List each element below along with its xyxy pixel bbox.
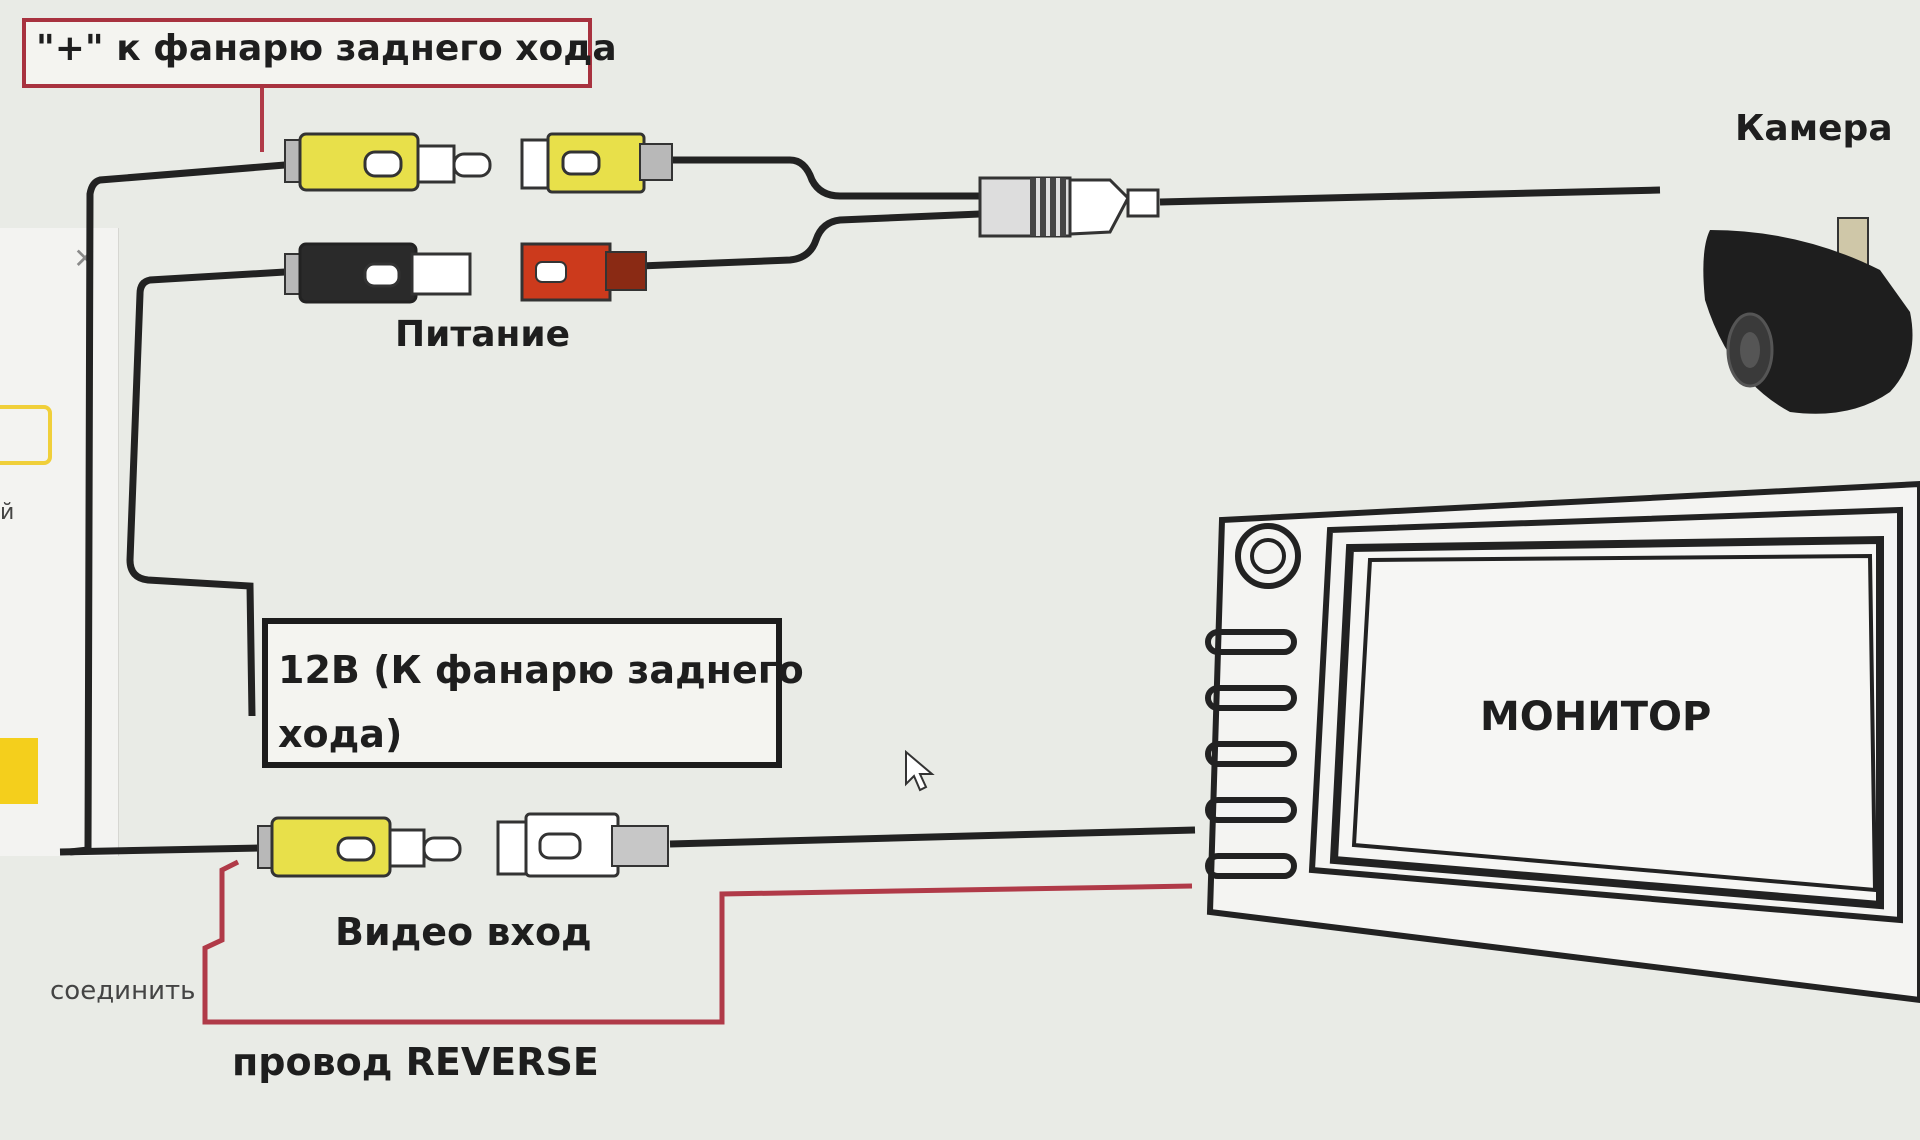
mouse-pointer-icon (905, 750, 935, 792)
reverse-light-cable (69, 161, 286, 856)
twelve-volt-label-line1: 12В (К фанарю заднего (278, 648, 804, 692)
black-plug (284, 242, 472, 304)
camera-icon (1703, 217, 1913, 414)
monitor-cable (669, 826, 1196, 848)
twelve-volt-label-box (262, 618, 782, 768)
side-panel-text: й (0, 500, 15, 525)
yellow-male-plug-bottom (257, 816, 462, 878)
plus-label-box (22, 18, 592, 88)
video-out-cable (59, 844, 261, 856)
video-branch-top (670, 156, 980, 200)
camera-cable (1159, 186, 1661, 206)
camera-label: Камера (1735, 108, 1893, 149)
white-female-plug-bottom (496, 812, 669, 878)
plus-to-reverse-light-label: "+" к фанарю заднего хода (36, 28, 617, 69)
input-field[interactable] (0, 405, 52, 465)
yellow-male-plug-top (284, 132, 492, 192)
reverse-wire-label: провод REVERSE (232, 1040, 599, 1084)
monitor-icon (1205, 480, 1920, 1004)
side-panel-button[interactable] (0, 738, 38, 804)
red-plug (520, 242, 647, 302)
monitor-label: МОНИТОР (1480, 694, 1712, 740)
power-label: Питание (395, 314, 571, 355)
video-input-label: Видео вход (335, 910, 592, 954)
reverse-wire (202, 859, 1193, 1025)
power-branch (639, 210, 981, 270)
ground-cable (126, 268, 286, 717)
connect-label: соединить (50, 976, 196, 1006)
cable-splitter (978, 176, 1160, 238)
twelve-volt-label-line2: хода) (278, 712, 403, 756)
yellow-female-plug-top (520, 132, 673, 194)
